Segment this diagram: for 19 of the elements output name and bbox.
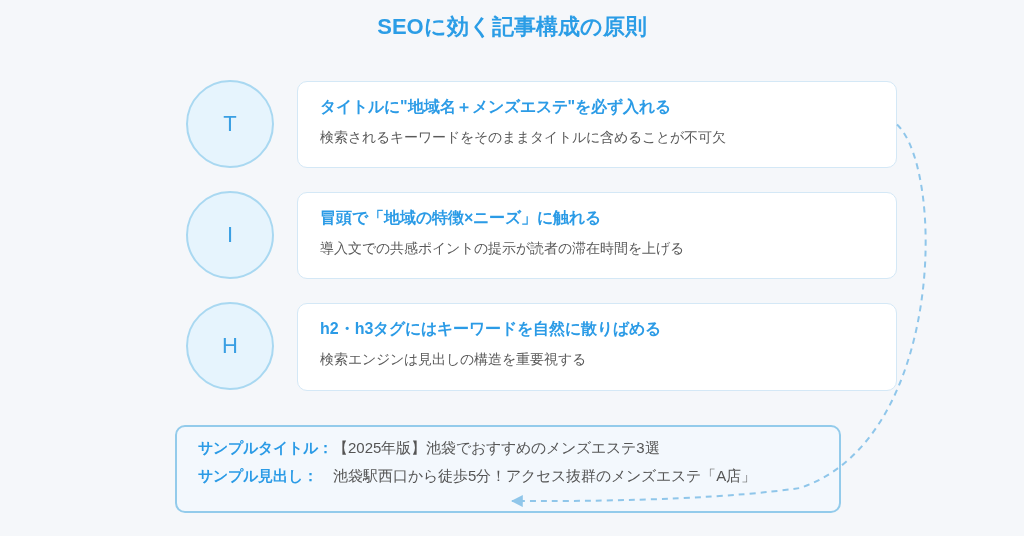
card-heading: タイトルに"地域名＋メンズエステ"を必ず入れる (320, 97, 672, 118)
step-letter: I (226, 222, 234, 248)
principle-card (297, 81, 897, 168)
card-heading: 冒頭で「地域の特徴×ニーズ」に触れる (320, 208, 602, 228)
sample-label: サンプルタイトル： (198, 438, 333, 458)
step-letter: T (223, 111, 237, 137)
principle-card (297, 303, 897, 391)
card-description: 導入文での共感ポイントの提示が読者の滞在時間を上げる (320, 239, 684, 258)
sample-panel (175, 425, 841, 513)
sample-label: サンプル見出し： (198, 466, 318, 486)
diagram-title: SEOに効く記事構成の原則 (377, 14, 647, 39)
principle-card (297, 192, 897, 279)
sample-text: 池袋駅西口から徒歩5分！アクセス抜群のメンズエステ「A店」 (333, 466, 757, 486)
sample-text: 【2025年版】池袋でおすすめのメンズエステ3選 (333, 438, 660, 458)
card-description: 検索エンジンは見出しの構造を重要視する (320, 350, 586, 369)
step-letter: H (222, 333, 238, 359)
dashed-arrow (510, 123, 927, 507)
card-heading: h2・h3タグにはキーワードを自然に散りばめる (320, 319, 662, 339)
card-description: 検索されるキーワードをそのままタイトルに含めることが不可欠 (320, 128, 726, 147)
